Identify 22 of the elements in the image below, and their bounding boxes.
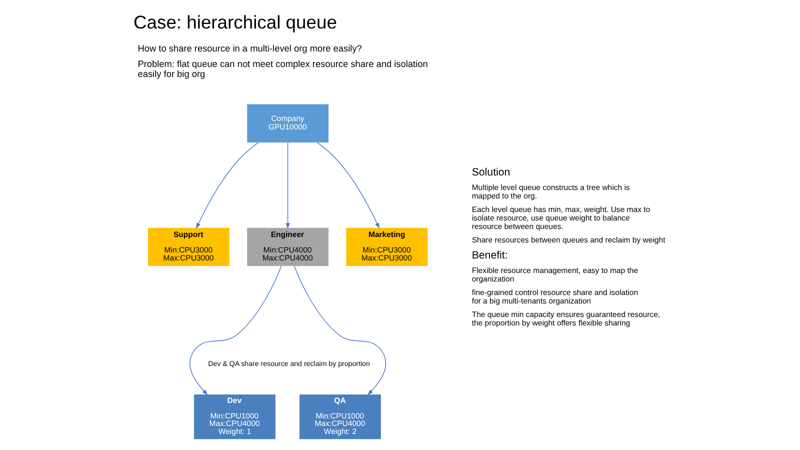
arrow [196, 142, 258, 229]
label: Flexible resource management, easy to map the organization [472, 266, 638, 284]
node-box: QA Min:CPU1000 Max:CPU4000 Weight: 2 [299, 394, 381, 440]
label: Share resources between queues and reclaim by weight [472, 236, 666, 245]
arrow [294, 266, 386, 396]
node-box: Support Min:CPU3000 Max:CPU3000 [148, 228, 230, 266]
node-box: Engineer Min:CPU4000 Max:CPU4000 [247, 228, 328, 266]
label: The queue min capacity ensures guaranteed resource, the proportion by weight offers flexible sharing [472, 310, 660, 328]
label: Multiple level queue constructs a tree which is mapped to the org. [472, 183, 630, 201]
label: Each level queue has min, max, weight. Use max to isolate resource, use queue weight to balance resource between queues. [472, 205, 650, 232]
label: Solution [472, 166, 510, 178]
node-box: Marketing Min:CPU3000 Max:CPU3000 [346, 228, 428, 266]
node-box: Company GPU10000 [247, 104, 328, 143]
label: Benefit: [472, 249, 508, 262]
label: fine-grained control resource share and isolation for a big multi-tenants organization [472, 288, 638, 306]
label: How to share resource in a multi-level org more easily? [138, 44, 362, 54]
node-box: Dev Min:CPU1000 Max:CPU4000 Weight: 1 [194, 394, 276, 440]
arrow [317, 142, 380, 229]
arrow [190, 266, 282, 396]
label: Problem: flat queue can not meet complex resource share and isolation easily for big org [138, 59, 428, 79]
arrow [286, 142, 290, 229]
diagram-title: Case: hierarchical queue [133, 11, 337, 32]
